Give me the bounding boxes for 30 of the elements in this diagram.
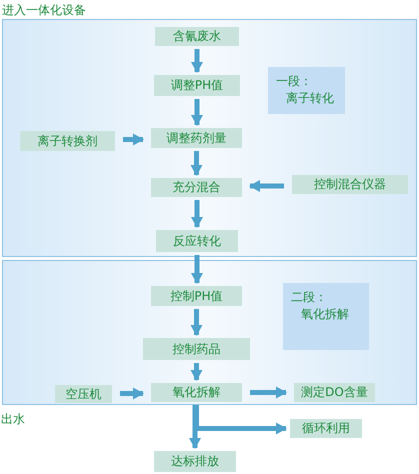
process-box: 含氰废水 [155, 27, 239, 46]
arrow [191, 49, 203, 73]
process-box: 控制药品 [143, 338, 250, 360]
arrow [191, 99, 203, 126]
process-box: 氧化拆解 [151, 383, 242, 402]
process-box: 循环利用 [290, 419, 362, 438]
process-box: 反应转化 [156, 230, 238, 252]
process-box: 测定DO含量 [294, 383, 375, 402]
stage-box: 一段： 离子转化 [268, 67, 345, 114]
process-box: 控制混合仪器 [292, 175, 408, 194]
outlet-label: 出水 [1, 411, 25, 428]
arrow [190, 363, 202, 381]
arrow [191, 255, 203, 284]
panel-heading: 进入一体化设备 [2, 2, 86, 19]
arrow [120, 388, 144, 400]
process-box: 调整PH值 [154, 75, 240, 96]
arrow [191, 200, 203, 228]
process-box: 达标排放 [154, 451, 236, 472]
process-box: 充分混合 [151, 178, 242, 197]
arrow [249, 180, 284, 192]
arrow [189, 405, 201, 449]
process-box: 控制PH值 [151, 286, 242, 306]
stage-box: 二段： 氧化拆解 [283, 283, 369, 350]
process-box: 空压机 [55, 385, 112, 403]
arrow [190, 151, 202, 176]
arrow [190, 309, 202, 336]
arrow [250, 386, 287, 398]
process-box: 离子转换剂 [20, 131, 115, 151]
arrow [123, 134, 144, 146]
process-box: 调整药剂量 [151, 128, 242, 148]
